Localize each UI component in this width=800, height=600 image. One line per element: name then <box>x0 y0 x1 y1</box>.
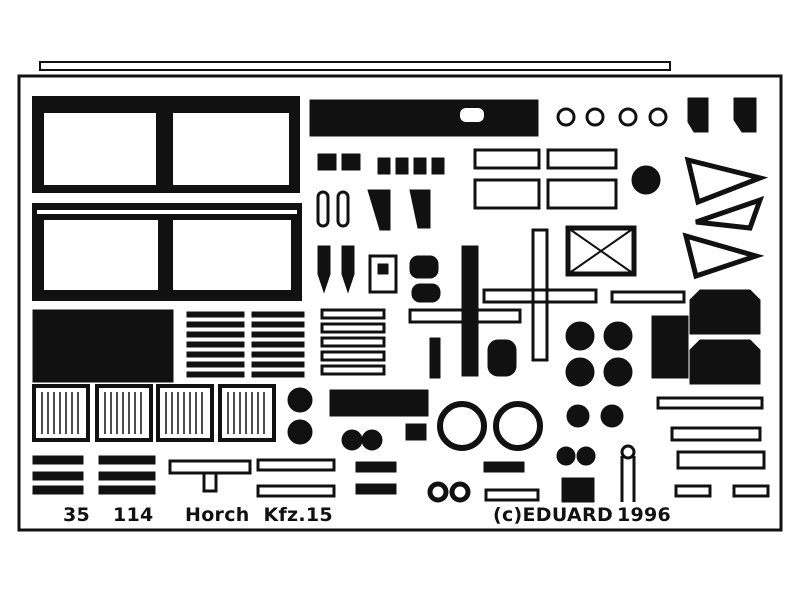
door-panel-lower <box>32 203 302 301</box>
strip-group-bottom-left <box>32 455 156 495</box>
set-id-label: 114 <box>113 504 154 526</box>
arrow-hinge-group <box>317 245 355 294</box>
strip-group-bottom-center <box>256 458 336 498</box>
strip-group-right <box>656 396 766 470</box>
box-part <box>565 225 637 277</box>
wheel-group <box>287 321 633 466</box>
pin-group <box>620 444 636 502</box>
t-bracket <box>168 459 252 493</box>
fret-frame <box>17 74 783 532</box>
slat-group <box>186 311 305 378</box>
bracket-group-top-right <box>687 97 757 133</box>
radiator-grille-group <box>32 384 276 442</box>
box-mid-right <box>651 315 689 379</box>
triangle-frame-group <box>682 156 769 280</box>
small-ring-group <box>427 481 471 503</box>
fret-top-edge <box>39 61 671 71</box>
small-part-group-bottom <box>355 337 770 503</box>
round-part-group <box>409 255 441 303</box>
keyhole-group <box>556 107 668 127</box>
strip-group-center <box>320 308 386 376</box>
small-plate <box>368 254 398 294</box>
vehicle-title-label: Horch Kfz.15 <box>185 504 333 526</box>
ribbed-bar <box>329 389 429 417</box>
set-number-label: 35 <box>63 504 91 526</box>
year-label: 1996 <box>617 504 672 526</box>
large-wheel-group <box>437 401 543 451</box>
floor-plate <box>32 309 174 383</box>
copyright-label: (c)EDUARD <box>493 504 614 526</box>
cross-part-group <box>408 228 598 377</box>
long-strip-right <box>610 290 686 304</box>
small-box-row <box>317 153 445 175</box>
vent-group <box>689 289 761 385</box>
door-panel-upper <box>32 96 300 193</box>
pill-pair-group <box>316 190 350 228</box>
dashboard-plate <box>309 99 539 137</box>
round-cap <box>631 165 661 195</box>
rect-frame-group <box>473 148 618 210</box>
bent-bracket-group <box>367 189 431 231</box>
